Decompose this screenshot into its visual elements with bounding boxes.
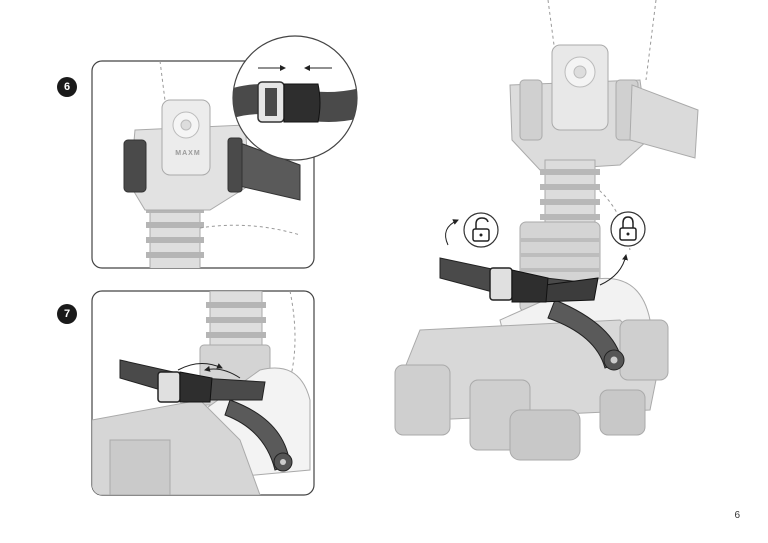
page-number: 6: [734, 510, 740, 521]
left-strap-clip: [123, 139, 147, 193]
main-skate-illustration: [394, 0, 699, 461]
step-6-badge: 6: [57, 77, 77, 97]
unlock-icon: [463, 212, 499, 248]
lock-icon: [610, 211, 646, 247]
cuff-logo: MAXM: [175, 150, 201, 157]
main-ratchet-strap: [547, 299, 623, 369]
leg-cuff: [129, 99, 251, 211]
buckle-zoom-detail: [232, 35, 358, 161]
step-7-badge: 7: [57, 304, 77, 324]
step-7-panel: [91, 290, 315, 496]
